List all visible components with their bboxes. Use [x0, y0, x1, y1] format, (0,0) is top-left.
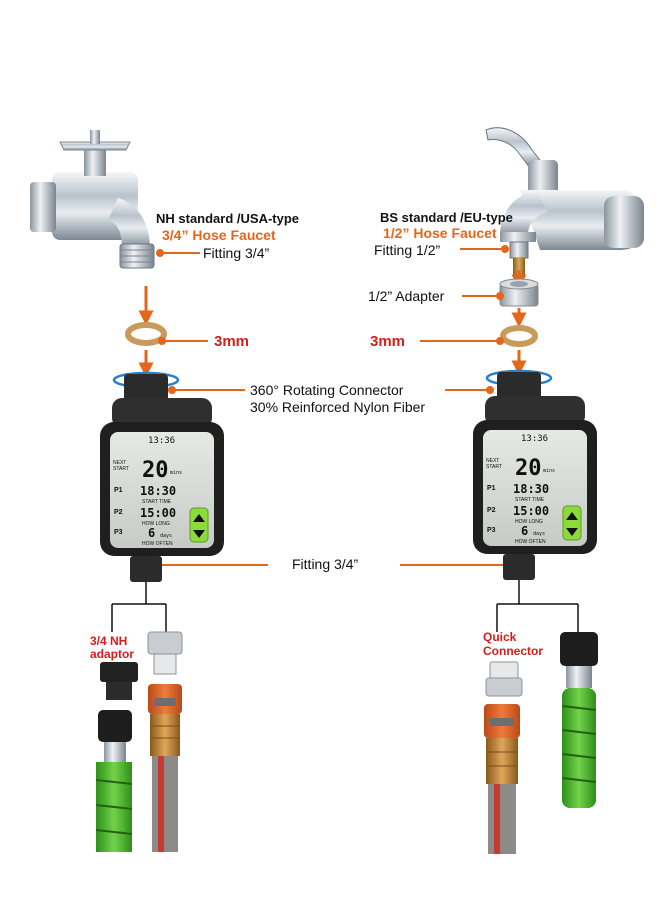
nh-adaptor-label: 3/4 NH adaptor	[90, 635, 134, 661]
lcd-green-buttons	[189, 507, 209, 543]
usa-faucet-image	[30, 130, 155, 269]
quick-connector-line-1: Quick	[483, 630, 517, 644]
usa-standard-label: NH standard /USA-type	[156, 211, 300, 226]
lcd-often-label: HOW OFTEN	[142, 541, 173, 547]
lcd-start-value: 18:30	[140, 484, 177, 498]
nh-adaptor-line-1: 3/4 NH	[90, 634, 128, 648]
quick-connector-label: Quick Connector	[483, 630, 543, 658]
lcd-clock: 13:36	[148, 436, 176, 446]
eu-faucet-image	[485, 127, 644, 276]
usa-washer	[125, 322, 167, 346]
eu-standard-label: BS standard /EU-type	[380, 210, 513, 225]
lcd-next-start: NEXT START	[113, 460, 129, 472]
right-water-timer	[473, 369, 597, 580]
lcd-long-label-right: HOW LONG	[515, 519, 543, 525]
eu-washer	[500, 325, 538, 347]
nh-adaptor-line-2: adaptor	[90, 647, 135, 661]
lcd-big-unit: mins	[170, 470, 183, 476]
lcd-start-label-right: START TIME	[515, 497, 545, 503]
lcd-long-value-right: 15:00	[513, 504, 550, 518]
lcd-big-value: 20	[142, 458, 169, 483]
lcd-p2: P2	[114, 509, 123, 516]
lcd-start-label: START TIME	[142, 499, 172, 505]
quick-connector-line-2: Connector	[483, 644, 543, 658]
quick-connector-parts-right	[484, 661, 523, 854]
rotating-connector-label: 360° Rotating Connector	[250, 382, 404, 398]
lcd-often-value: 6	[148, 526, 156, 540]
half-inch-adapter	[499, 278, 539, 307]
eu-adapter-label: 1/2” Adapter	[368, 288, 445, 304]
lcd-p3: P3	[114, 529, 123, 536]
nylon-fiber-label: 30% Reinforced Nylon Fiber	[250, 399, 426, 415]
lcd-big-value-right: 20	[515, 456, 542, 481]
lcd-often-label-right: HOW OFTEN	[515, 539, 546, 545]
eu-faucet-label: 1/2” Hose Faucet	[383, 225, 497, 241]
eu-fitting-label: Fitting 1/2”	[374, 242, 441, 258]
lcd-clock-right: 13:36	[521, 434, 549, 444]
leader-lines	[151, 245, 514, 569]
usa-fitting-label: Fitting 3/4”	[203, 245, 270, 261]
nh-adaptor-parts	[95, 662, 138, 852]
branch-lines	[111, 580, 579, 632]
lcd-long-value: 15:00	[140, 506, 177, 520]
lcd-often-unit-right: days	[533, 531, 546, 537]
outlet-fitting-label: Fitting 3/4”	[292, 556, 359, 572]
lcd-p1-right: P1	[487, 485, 496, 492]
lcd-often-unit: days	[160, 533, 173, 539]
lcd-big-unit-right: mins	[543, 468, 556, 474]
lcd-p2-right: P2	[487, 507, 496, 514]
usa-washer-label: 3mm	[214, 333, 250, 350]
lcd-long-label: HOW LONG	[142, 521, 170, 527]
usa-faucet-label: 3/4” Hose Faucet	[162, 227, 276, 243]
quick-connector-parts-left	[147, 631, 183, 852]
lcd-p1: P1	[114, 487, 123, 494]
left-water-timer	[100, 371, 224, 582]
expandable-hose-parts	[560, 632, 598, 808]
eu-washer-label: 3mm	[370, 333, 406, 350]
lcd-often-value-right: 6	[521, 524, 529, 538]
lcd-start-value-right: 18:30	[513, 482, 550, 496]
lcd-p3-right: P3	[487, 527, 496, 534]
lcd-next-start-right: NEXT START	[486, 458, 502, 470]
